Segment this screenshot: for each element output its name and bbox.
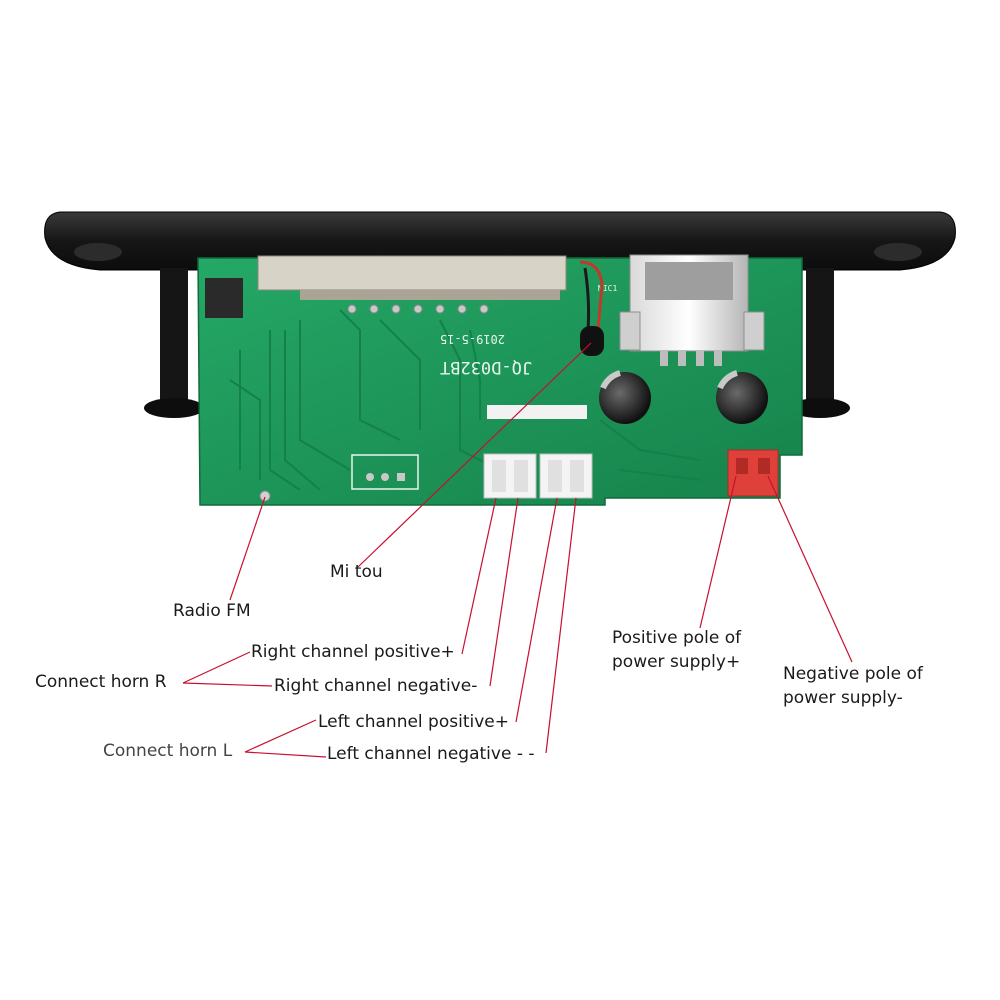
pcb-traces bbox=[229, 309, 701, 491]
panel-screw-hole-right bbox=[874, 243, 922, 261]
leader-right-neg bbox=[489, 497, 519, 687]
label-negative-pole-line2: power supply- bbox=[783, 688, 903, 708]
pcb: 2019-5-15 JQ-D032BT MIC1 bbox=[197, 254, 803, 506]
ribbon-connector bbox=[257, 255, 567, 291]
mount-post-right bbox=[790, 268, 850, 418]
leader-left-neg bbox=[545, 497, 577, 754]
board-mic-text: MIC1 bbox=[598, 284, 617, 293]
leader-right-pos bbox=[461, 497, 497, 655]
board-date-text: 2019-5-15 bbox=[440, 332, 505, 346]
label-radio-fm: Radio FM bbox=[173, 601, 251, 621]
mount-post-left bbox=[144, 268, 204, 418]
power-connector bbox=[727, 449, 779, 497]
label-left-channel-positive: Left channel positive+ bbox=[318, 712, 509, 732]
label-connect-horn-r: Connect horn R bbox=[35, 672, 167, 692]
bracket-horn-r-top bbox=[182, 651, 251, 684]
leader-negative-pole bbox=[767, 475, 853, 663]
label-right-channel-positive: Right channel positive+ bbox=[251, 642, 455, 662]
board-model-text: JQ-D032BT bbox=[440, 357, 532, 377]
right-channel-connector bbox=[483, 453, 537, 499]
bracket-horn-l-top bbox=[244, 719, 317, 753]
label-mi-tou: Mi tou bbox=[330, 562, 383, 582]
capacitor-2 bbox=[716, 370, 768, 424]
label-positive-pole-line2: power supply+ bbox=[612, 652, 741, 672]
panel-screw-hole-left bbox=[74, 243, 122, 261]
label-left-channel-negative: Left channel negative - - bbox=[327, 744, 535, 764]
label-negative-pole-line1: Negative pole of bbox=[783, 664, 923, 684]
leader-mi-tou bbox=[357, 342, 592, 568]
microphone bbox=[579, 260, 604, 356]
solder-pads bbox=[347, 304, 489, 314]
leader-lines bbox=[182, 342, 853, 758]
label-positive-pole-line1: Positive pole of bbox=[612, 628, 742, 648]
bracket-horn-r-bottom bbox=[182, 682, 273, 687]
bracket-horn-l-bottom bbox=[244, 751, 327, 758]
leader-radio-fm bbox=[229, 496, 266, 601]
leader-left-pos bbox=[515, 497, 558, 723]
connector-footprint bbox=[351, 454, 419, 490]
usb-port bbox=[619, 254, 765, 366]
left-channel-connector bbox=[539, 453, 593, 499]
ir-receiver bbox=[205, 278, 243, 318]
silkscreen-label bbox=[487, 405, 587, 419]
label-right-channel-negative: Right channel negative- bbox=[274, 676, 478, 696]
capacitor-1 bbox=[599, 370, 651, 424]
radio-fm-pad bbox=[259, 490, 271, 502]
leader-positive-pole bbox=[699, 475, 737, 629]
ribbon-base bbox=[300, 290, 560, 300]
label-connect-horn-l: Connect horn L bbox=[103, 741, 233, 761]
